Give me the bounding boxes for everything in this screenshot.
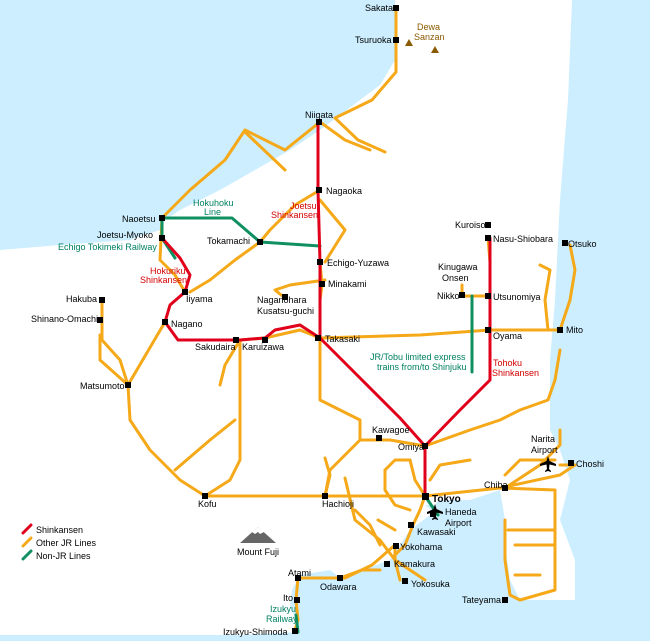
label-dewa: Dewa	[417, 22, 440, 32]
label-haneda-airport: Airport	[445, 518, 472, 528]
label-haneda: Haneda	[445, 507, 477, 517]
label-hachioji: Hachioji	[322, 499, 354, 509]
label-jr-tobu: JR/Tobu limited express	[370, 352, 466, 362]
label-hakuba: Hakuba	[66, 294, 97, 304]
label-onsen: Onsen	[442, 273, 469, 283]
label-yokosuka: Yokosuka	[411, 579, 450, 589]
label-joetsu-shinkansen: Shinkansen	[271, 210, 318, 220]
label-sanzan: Sanzan	[414, 32, 445, 42]
label-mount-fuji: Mount Fuji	[237, 547, 279, 557]
label-sakata: Sakata	[365, 3, 393, 13]
legend-shinkansen-label: Shinkansen	[36, 525, 83, 535]
label-hokuhoku-line: Line	[204, 207, 221, 217]
label-nagaoka: Nagaoka	[326, 186, 362, 196]
label-tokyo: Tokyo	[432, 494, 461, 505]
label-minakami: Minakami	[328, 279, 367, 289]
legend-non-jr-swatch	[21, 549, 33, 561]
stations	[97, 5, 574, 634]
label-oyama: Oyama	[493, 331, 522, 341]
label-kuroiso: Kuroiso	[455, 220, 486, 230]
label-odawara: Odawara	[320, 582, 357, 592]
legend-jr-label: Other JR Lines	[36, 538, 97, 548]
label-shinano-omachi: Shinano-Omachi	[31, 314, 98, 324]
label-jr-tobu-shinjuku: trains from/to Shinjuku	[377, 362, 467, 372]
legend-shinkansen-swatch	[21, 523, 33, 535]
label-yokohama: Yokohama	[400, 542, 442, 552]
label-hokuriku-shinkansen: Shinkansen	[140, 275, 187, 285]
station-labels: Sakata Tsuruoka Niigata Nagaoka Naoetsu …	[31, 3, 604, 637]
sea-of-japan	[0, 0, 395, 250]
label-mito: Mito	[566, 325, 583, 335]
label-kawasaki: Kawasaki	[417, 527, 456, 537]
label-hokuriku: Hokuriku	[150, 266, 186, 276]
legend: Shinkansen Other JR Lines Non-JR Lines	[21, 523, 97, 561]
label-sakudaira: Sakudaira	[195, 342, 236, 352]
shinkansen-lines	[160, 120, 492, 498]
landmark-labels: Dewa Sanzan Mount Fuji	[237, 22, 445, 557]
label-chiba: Chiba	[484, 480, 508, 490]
label-naoetsu: Naoetsu	[122, 214, 156, 224]
label-narita-airport: Airport	[531, 445, 558, 455]
label-kamakura: Kamakura	[394, 559, 435, 569]
label-kusatsu-guchi: Kusatsu-guchi	[257, 306, 314, 316]
legend-jr-swatch	[21, 536, 33, 548]
label-tateyama: Tateyama	[462, 595, 501, 605]
dewa-sanzan-mountain-icon	[405, 39, 439, 53]
label-matsumoto: Matsumoto	[80, 381, 125, 391]
label-izukyu-shimoda: Izukyu-Shimoda	[223, 627, 288, 637]
label-joetsu: Joetsu	[290, 201, 317, 211]
label-ito: Ito	[283, 593, 293, 603]
label-izukyu-railway: Railway	[266, 614, 298, 624]
label-takasaki: Takasaki	[325, 334, 360, 344]
label-choshi: Choshi	[576, 459, 604, 469]
label-kofu: Kofu	[198, 499, 217, 509]
label-kawagoe: Kawagoe	[372, 425, 410, 435]
legend-non-jr-label: Non-JR Lines	[36, 551, 91, 561]
label-naganohara: Naganohara	[257, 295, 307, 305]
line-labels: Hokuhoku Line Joetsu Shinkansen Echigo T…	[58, 198, 539, 624]
label-tsuruoka: Tsuruoka	[355, 35, 392, 45]
haneda-airport-icon	[427, 504, 443, 520]
label-narita: Narita	[531, 434, 555, 444]
mount-fuji-icon	[240, 527, 276, 543]
label-tokamachi: Tokamachi	[207, 236, 250, 246]
label-utsunomiya: Utsunomiya	[493, 292, 541, 302]
label-echigo-yuzawa: Echigo-Yuzawa	[327, 258, 389, 268]
label-nasu-shiobara: Nasu-Shiobara	[493, 234, 553, 244]
label-tohoku-shinkansen: Shinkansen	[492, 368, 539, 378]
label-karuizawa: Karuizawa	[242, 342, 284, 352]
label-omiya: Omiya	[398, 442, 424, 452]
label-hokuhoku: Hokuhoku	[193, 198, 234, 208]
label-otsuko: Otsuko	[568, 239, 597, 249]
non-jr-lines	[160, 216, 474, 634]
label-atami: Atami	[288, 568, 311, 578]
label-niigata: Niigata	[305, 110, 333, 120]
label-nikko: Nikko	[437, 291, 460, 301]
label-echigo-tokimeki: Echigo Tokimeki Railway	[58, 242, 157, 252]
label-tohoku: Tohoku	[493, 358, 522, 368]
label-kinugawa: Kinugawa	[438, 262, 478, 272]
narita-airport-icon	[540, 456, 556, 472]
label-nagano: Nagano	[171, 319, 203, 329]
label-iiyama: Iiyama	[186, 294, 213, 304]
tokyo-bay	[425, 505, 495, 590]
label-joetsu-myoko: Joetsu-Myoko	[97, 230, 153, 240]
label-izukyu: Izukyu	[270, 604, 296, 614]
